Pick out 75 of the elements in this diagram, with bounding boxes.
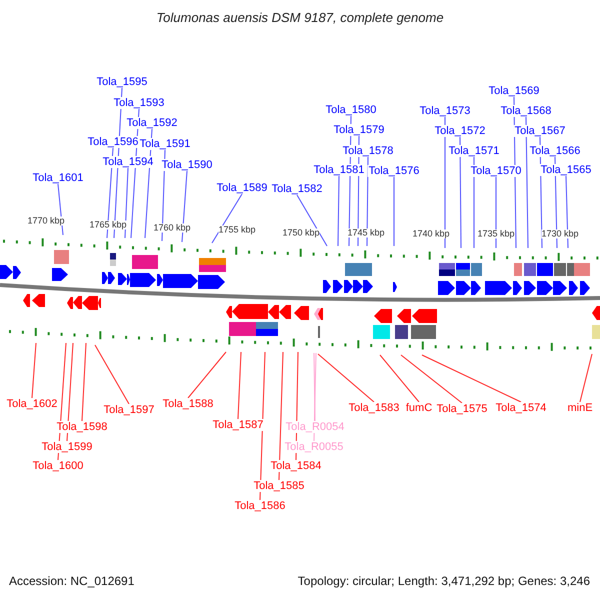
gene-label: Tola_1573	[418, 105, 472, 117]
gene-label: Tola_1567	[514, 125, 566, 137]
gene-label: Tola_1592	[126, 117, 178, 129]
scale-label: 1735 kbp	[477, 230, 515, 238]
leader-line	[314, 352, 316, 422]
gene-label: Tola_1589	[216, 182, 268, 194]
gene-label: Tola_1578	[342, 145, 394, 157]
scale-label: 1745 kbp	[347, 228, 385, 238]
scale-label: 1740 kbp	[412, 230, 450, 238]
leader-line	[380, 354, 420, 402]
gene-label: fumC	[404, 402, 434, 414]
gene-label: Tola_1575	[436, 403, 488, 415]
leader-line	[566, 176, 568, 248]
diagram-title: Tolumonas auensis DSM 9187, complete genome	[155, 10, 445, 25]
gene-label: Tola_1568	[500, 105, 552, 117]
gene-label: Tola_1587	[212, 419, 264, 431]
scale-label: 1760 kbp	[153, 224, 191, 232]
leader-line	[188, 352, 226, 398]
gene-label: Tola_1565	[540, 164, 592, 176]
gene-label: Tola_1585	[252, 480, 306, 492]
gene-label: Tola_1593	[112, 97, 166, 109]
leader-line	[238, 352, 242, 420]
gene-label: Tola_1581	[312, 164, 366, 176]
leader-line	[314, 352, 316, 442]
leader-line	[82, 342, 86, 422]
gene-label: Tola_1584	[270, 460, 322, 472]
gene-label: Tola_1572	[434, 125, 486, 137]
gene-label: Tola_1601	[32, 172, 84, 184]
leader-line	[212, 194, 242, 244]
leader-line	[400, 354, 462, 404]
gene-label: Tola_1596	[86, 136, 140, 148]
gene-label: Tola_1582	[270, 183, 324, 195]
gene-label: Tola_1571	[448, 145, 500, 157]
leader-line	[296, 194, 328, 246]
leader-line	[66, 342, 74, 442]
gene-label: Tola_1579	[332, 124, 386, 136]
gene-label: Tola_1595	[96, 76, 148, 88]
leader-line	[94, 344, 130, 404]
accession-text: Accession: NC_012691	[9, 574, 134, 588]
gene-label: Tola_1586	[234, 500, 286, 512]
leader-line	[32, 342, 36, 398]
gene-label: Tola_R0055	[284, 441, 344, 453]
scale-label: 1730 kbp	[541, 230, 579, 238]
gene-label: Tola_1580	[324, 104, 378, 116]
gene-label: Tola_1594	[102, 156, 154, 168]
gene-label: minE	[566, 402, 594, 414]
gene-label: Tola_1598	[56, 421, 108, 433]
scale-label: 1765 kbp	[89, 220, 127, 230]
leader-line	[338, 176, 340, 246]
gene-label: Tola_1569	[488, 85, 540, 97]
gene-label: Tola_1566	[528, 145, 582, 157]
genome-summary-text: Topology: circular; Length: 3,471,292 bp; Genes: 3,246	[298, 574, 590, 588]
leader-line	[422, 354, 522, 402]
scale-label: 1755 kbp	[218, 226, 256, 234]
gene-label: Tola_1583	[348, 402, 400, 414]
gene-label: Tola_1576	[368, 165, 420, 177]
leader-line	[318, 354, 374, 402]
scale-label: 1770 kbp	[27, 216, 65, 226]
leader-line	[182, 170, 188, 242]
gene-label: Tola_1588	[162, 398, 214, 410]
gene-label: Tola_1574	[494, 402, 548, 414]
leader-line	[278, 352, 284, 480]
leader-line	[526, 116, 528, 248]
gene-label: Tola_1590	[160, 159, 214, 171]
leader-line	[580, 354, 592, 402]
gene-label: Tola_1600	[32, 460, 84, 472]
gene-label: Tola_1591	[138, 138, 192, 150]
gene-label: Tola_1599	[40, 441, 94, 453]
gene-label: Tola_1597	[102, 404, 156, 416]
leader-line	[460, 136, 462, 248]
gene-label: Tola_1602	[6, 398, 58, 410]
leader-line	[124, 168, 128, 238]
scale-label: 1750 kbp	[282, 228, 320, 238]
gene-label: Tola_R0054	[284, 421, 346, 433]
gene-label: Tola_1570	[470, 165, 522, 177]
